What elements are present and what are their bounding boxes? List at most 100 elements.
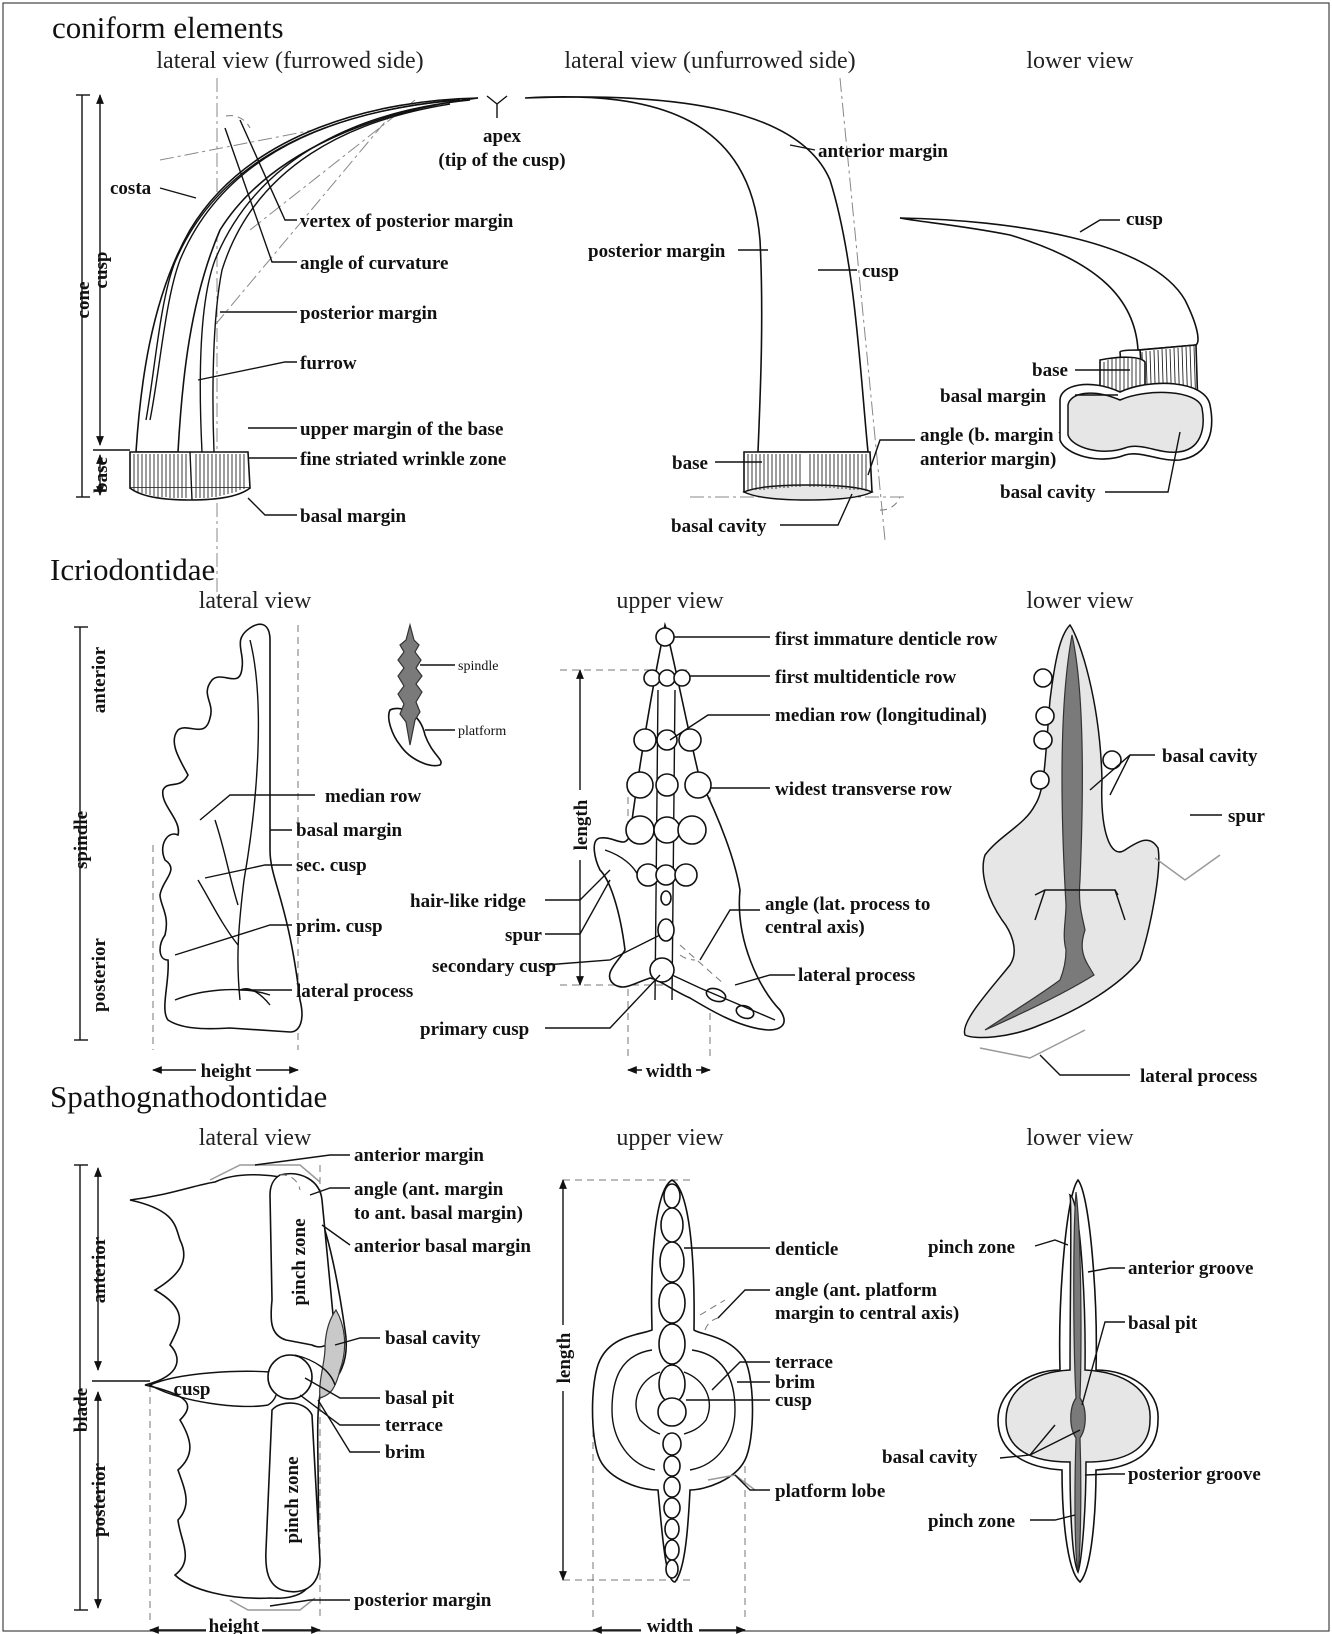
view-heading: lateral view	[199, 588, 312, 614]
section-title-icriodontidae: Icriodontidae	[50, 552, 215, 587]
section-title-spathognathodontidae: Spathognathodontidae	[50, 1079, 327, 1114]
label-vertex: vertex of posterior margin	[300, 211, 514, 232]
icrio-lower-drawing	[964, 625, 1220, 1058]
label-angle-ant2: to ant. basal margin)	[354, 1203, 523, 1224]
axis-label-anterior: anterior	[89, 646, 110, 713]
view-heading: lower view	[1026, 1125, 1134, 1151]
label-pinch-zone-upper: pinch zone	[289, 1218, 310, 1305]
label-angle-lat: angle (lat. process to	[765, 894, 930, 915]
label-height-s: height	[209, 1616, 260, 1634]
label-first-immature: first immature denticle row	[775, 629, 998, 650]
label-posterior-margin-s: posterior margin	[354, 1590, 492, 1611]
label-lateral-process-i2: lateral process	[798, 965, 915, 986]
axis-label-anterior-s: anterior	[89, 1236, 110, 1303]
label-angle-ant: angle (ant. margin	[354, 1179, 504, 1200]
label-cusp-b: cusp	[862, 261, 899, 282]
label-median-row: median row	[325, 786, 422, 807]
label-pinch-zone-lower: pinch zone	[282, 1456, 303, 1543]
view-heading: lower view	[1026, 48, 1134, 74]
label-basal-pit-c: basal pit	[1128, 1313, 1198, 1334]
axis-label-spindle: spindle	[71, 811, 92, 869]
label-first-multi: first multidenticle row	[775, 667, 956, 688]
label-apex-sub: (tip of the cusp)	[438, 150, 565, 171]
label-cusp-s: cusp	[174, 1379, 211, 1400]
view-heading: upper view	[616, 1125, 724, 1151]
label-basal-cavity-c: basal cavity	[1000, 482, 1096, 503]
label-base-c: base	[1032, 360, 1068, 381]
label-prim-cusp: prim. cusp	[296, 916, 383, 937]
view-heading: upper view	[616, 588, 724, 614]
label-primary-cusp: primary cusp	[420, 1019, 529, 1040]
label-inset-platform: platform	[458, 724, 506, 739]
label-median-long: median row (longitudinal)	[775, 705, 987, 726]
label-cusp-b: cusp	[775, 1390, 812, 1411]
label-inset-spindle: spindle	[458, 659, 498, 674]
label-basal-cavity-b: basal cavity	[671, 516, 767, 537]
label-base-b: base	[672, 453, 708, 474]
label-basal-margin-c: basal margin	[940, 386, 1047, 407]
label-length-s: length	[554, 1332, 575, 1383]
view-heading: lateral view (furrowed side)	[156, 48, 423, 74]
label-spur-i: spur	[505, 925, 543, 946]
label-basal-cavity-s: basal cavity	[385, 1328, 481, 1349]
label-posterior-margin: posterior margin	[300, 303, 438, 324]
label-denticle: denticle	[775, 1239, 838, 1260]
label-secondary-cusp: secondary cusp	[432, 956, 556, 977]
view-heading: lateral view	[199, 1125, 312, 1151]
label-sec-cusp: sec. cusp	[296, 855, 367, 876]
label-anterior-groove: anterior groove	[1128, 1258, 1253, 1279]
label-angle-curvature: angle of curvature	[300, 253, 448, 274]
label-apex: apex	[483, 126, 522, 147]
label-pinch-zone-c1: pinch zone	[928, 1237, 1015, 1258]
label-cusp-c: cusp	[1126, 209, 1163, 230]
view-heading: lower view	[1026, 588, 1134, 614]
label-basal-cavity-i: basal cavity	[1162, 746, 1258, 767]
label-height: height	[201, 1061, 252, 1082]
label-angle-lat2: central axis)	[765, 917, 865, 938]
axis-label-blade: blade	[71, 1388, 92, 1432]
label-brim-s: brim	[385, 1442, 425, 1463]
label-platform-lobe: platform lobe	[775, 1481, 885, 1502]
icrio-inset-drawing	[389, 625, 441, 766]
section-title-coniform: coniform elements	[52, 10, 284, 45]
label-posterior-margin-b: posterior margin	[588, 241, 726, 262]
label-pinch-zone-c2: pinch zone	[928, 1511, 1015, 1532]
label-lateral-process-c: lateral process	[1140, 1066, 1257, 1087]
label-angle-b: angle (b. margin to	[920, 425, 1074, 446]
label-basal-cavity-c: basal cavity	[882, 1447, 978, 1468]
coniform-furrowed-drawing	[76, 78, 478, 600]
axis-label-posterior: posterior	[89, 938, 110, 1012]
label-angle-plat: angle (ant. platform	[775, 1280, 937, 1301]
icrio-upper-drawing	[560, 625, 784, 1070]
label-upper-margin: upper margin of the base	[300, 419, 503, 440]
axis-label-base: base	[91, 457, 112, 493]
label-angle-b2: anterior margin)	[920, 449, 1056, 470]
label-width-s: width	[647, 1616, 694, 1634]
label-hair-ridge: hair-like ridge	[410, 891, 526, 912]
label-basal-margin-i: basal margin	[296, 820, 403, 841]
label-lateral-process-i: lateral process	[296, 981, 413, 1002]
label-width-i: width	[646, 1061, 693, 1082]
leader	[160, 188, 196, 198]
label-basal-margin: basal margin	[300, 506, 407, 527]
axis-label-cusp: cusp	[91, 252, 112, 289]
label-fine-striated-zone: fine striated wrinkle zone	[300, 449, 506, 470]
label-angle-plat2: margin to central axis)	[775, 1303, 959, 1324]
label-anterior-margin-s: anterior margin	[354, 1145, 484, 1166]
axis-label-posterior-s: posterior	[89, 1463, 110, 1537]
apex-marker	[487, 96, 507, 118]
label-costa: costa	[110, 178, 152, 199]
label-terrace-b: terrace	[775, 1352, 833, 1373]
label-anterior-basal-margin: anterior basal margin	[354, 1236, 531, 1257]
label-terrace-s: terrace	[385, 1415, 443, 1436]
label-posterior-groove: posterior groove	[1128, 1464, 1261, 1485]
label-length-i: length	[571, 799, 592, 850]
label-furrow: furrow	[300, 353, 357, 374]
coniform-lower-drawing	[900, 218, 1212, 460]
label-spur-c: spur	[1228, 806, 1266, 827]
label-basal-pit-s: basal pit	[385, 1388, 455, 1409]
spatho-lower-drawing	[998, 1180, 1158, 1582]
label-widest: widest transverse row	[775, 779, 952, 800]
